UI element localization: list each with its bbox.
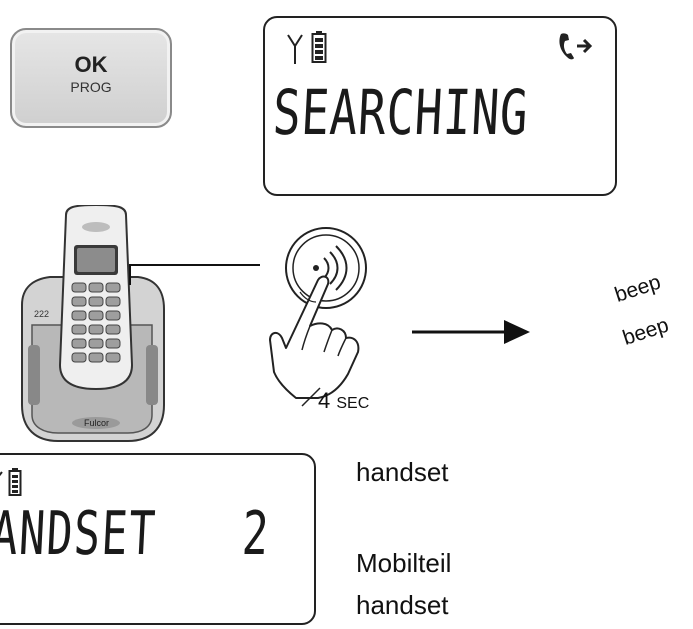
svg-text:222: 222 (34, 309, 49, 319)
caption-mobilteil: Mobilteil (356, 548, 452, 578)
lcd-handset-text: HANDSET (0, 499, 159, 569)
lcd-searching-text: SEARCHING (271, 76, 531, 149)
battery-icon (8, 468, 22, 496)
hold-duration-label: 4 SEC (318, 388, 369, 414)
lcd-screen-handset: HANDSET 2 (0, 453, 316, 625)
battery-icon (311, 31, 327, 63)
ok-key-label: OK (74, 52, 108, 77)
hold-duration-unit: SEC (336, 395, 370, 412)
lcd-handset-number: 2 (240, 499, 271, 569)
caption-handset: handset (356, 457, 449, 487)
beep-text-2: beep (620, 313, 672, 350)
prog-key-label: PROG (70, 79, 112, 95)
cordless-phone-illustration: 222 Fulcor (21, 205, 260, 442)
caption-handset-2: handset (356, 590, 449, 620)
right-arrow-icon (412, 320, 530, 344)
hold-duration-value: 4 (318, 388, 331, 413)
lcd-screen-searching: SEARCHING (263, 16, 617, 196)
finger-press-paging-button (269, 227, 367, 407)
beep-text-1: beep (612, 270, 664, 307)
antenna-icon (287, 34, 303, 64)
svg-text:Fulcor: Fulcor (84, 418, 109, 428)
call-transfer-icon (559, 33, 593, 60)
ok-prog-key[interactable]: OK PROG (10, 28, 172, 128)
